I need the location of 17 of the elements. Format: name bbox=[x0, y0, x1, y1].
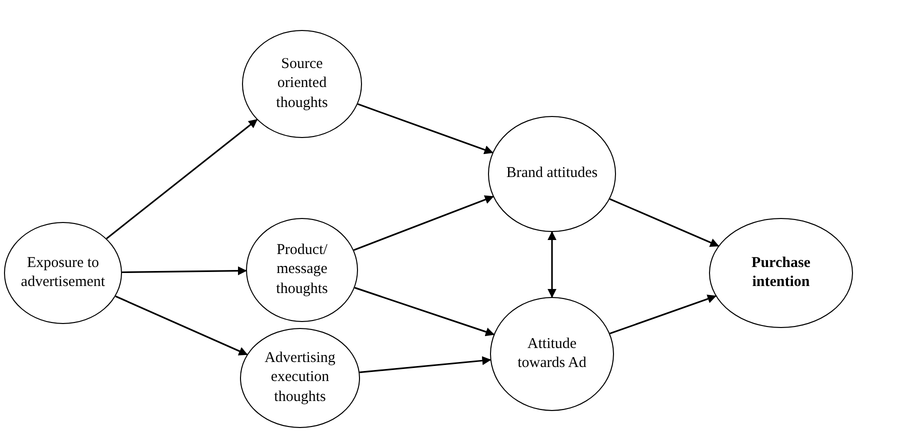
node-label: Product/ message thoughts bbox=[275, 240, 329, 299]
node-label: Brand attitudes bbox=[506, 164, 598, 184]
arrow bbox=[548, 231, 556, 298]
arrow bbox=[360, 356, 492, 374]
arrow bbox=[115, 296, 248, 356]
node-label: Exposure to advertisement bbox=[20, 254, 106, 292]
arrow bbox=[353, 195, 494, 251]
node-label: Purchase intention bbox=[750, 254, 812, 292]
arrow bbox=[122, 266, 247, 276]
arrow bbox=[610, 294, 716, 334]
arrow bbox=[354, 286, 495, 336]
node-label: Source oriented thoughts bbox=[275, 54, 329, 113]
arrow bbox=[106, 119, 258, 240]
arrow bbox=[609, 198, 720, 247]
arrow bbox=[357, 103, 494, 154]
node-label: Attitude towards Ad bbox=[516, 334, 588, 373]
node-label: Advertising execution thoughts bbox=[264, 348, 336, 407]
